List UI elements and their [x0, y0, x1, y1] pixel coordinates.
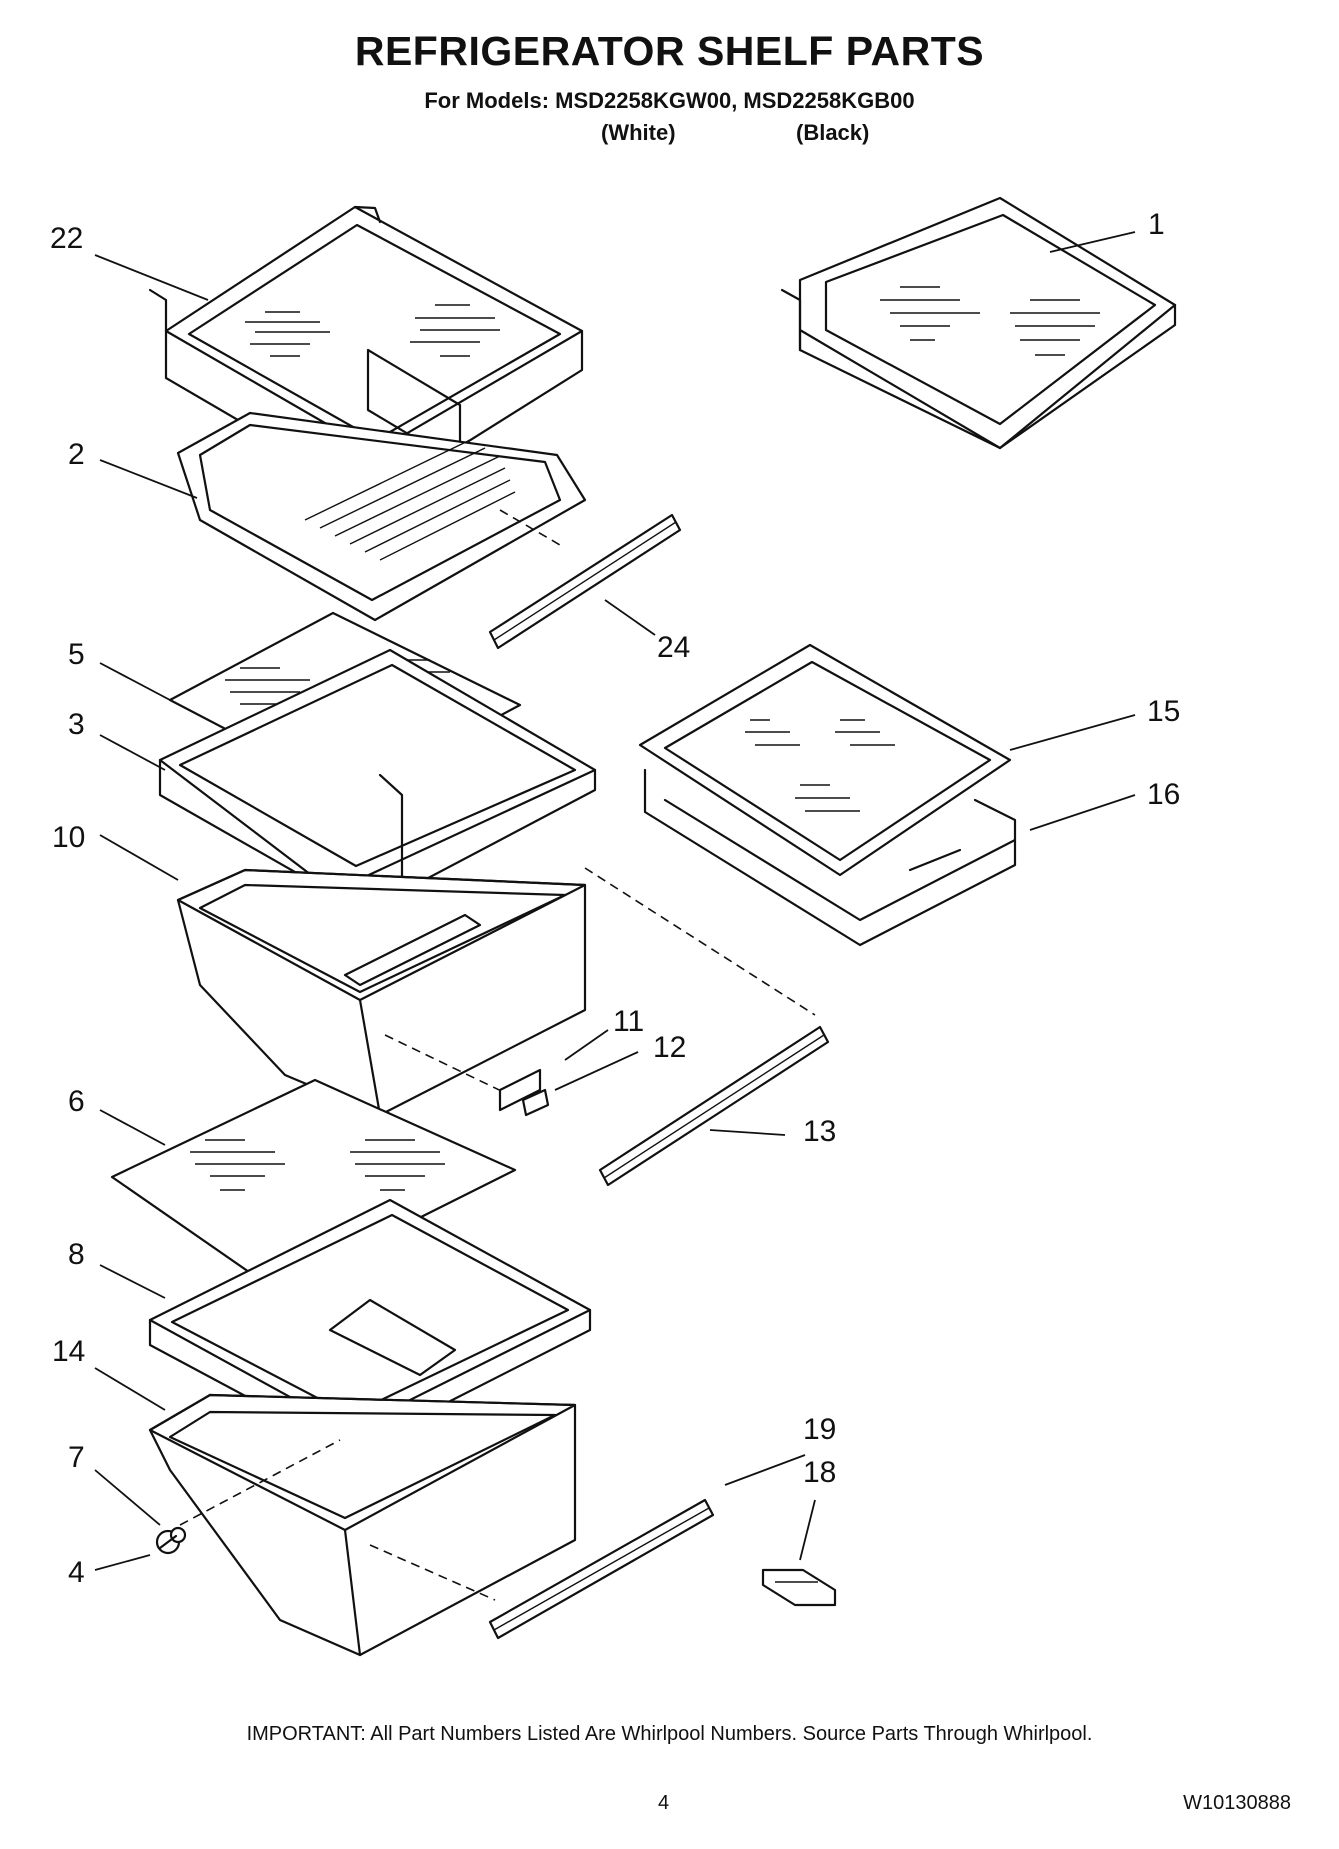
callout-5: 5	[68, 638, 85, 671]
part-24-trim-strip	[488, 513, 682, 650]
part-7-4-screw	[155, 1526, 187, 1555]
page-number: 4	[658, 1792, 670, 1814]
page-title: REFRIGERATOR SHELF PARTS	[354, 28, 985, 74]
callout-15: 15	[1147, 695, 1181, 728]
part-2-crisper-pan	[176, 411, 587, 622]
models-subtitle: For Models: MSD2258KGW00, MSD2258KGB00	[424, 88, 915, 113]
part-19-trim-strip	[488, 1498, 715, 1640]
part-15-glass-shelf	[638, 643, 1012, 877]
callout-10: 10	[52, 821, 86, 854]
callout-4: 4	[68, 1556, 85, 1589]
callout-16: 16	[1147, 778, 1181, 811]
callout-12: 12	[653, 1031, 687, 1064]
part-6-glass-insert	[110, 1078, 517, 1292]
callout-11: 11	[613, 1005, 645, 1038]
document-number: W10130888	[1183, 1792, 1291, 1814]
callout-8: 8	[68, 1238, 85, 1271]
callout-18: 18	[803, 1456, 837, 1489]
part-1-glass-shelf	[780, 196, 1177, 450]
callout-14: 14	[52, 1335, 86, 1368]
callout-1: 1	[1148, 208, 1165, 241]
callout-22: 22	[50, 222, 84, 255]
callout-2: 2	[68, 438, 85, 471]
part-14-crisper-pan	[148, 1393, 577, 1657]
callout-7: 7	[68, 1441, 85, 1474]
color-white-label: (White)	[601, 120, 676, 145]
callout-3: 3	[68, 708, 85, 741]
callout-13: 13	[803, 1115, 837, 1148]
color-black-label: (Black)	[796, 120, 870, 145]
callout-24: 24	[657, 631, 691, 664]
important-note: IMPORTANT: All Part Numbers Listed Are W…	[246, 1723, 1093, 1745]
part-22-crisper-cover-frame	[148, 205, 584, 502]
part-13-trim-strip	[598, 1025, 830, 1187]
part-11-12-clips	[498, 1068, 550, 1117]
leader-lines	[94, 231, 1136, 1571]
part-16-shelf-frame	[643, 768, 1017, 947]
callout-6: 6	[68, 1085, 85, 1118]
part-10-crisper-pan	[176, 867, 816, 1117]
callout-19: 19	[803, 1413, 837, 1446]
part-18-clip	[761, 1568, 837, 1607]
